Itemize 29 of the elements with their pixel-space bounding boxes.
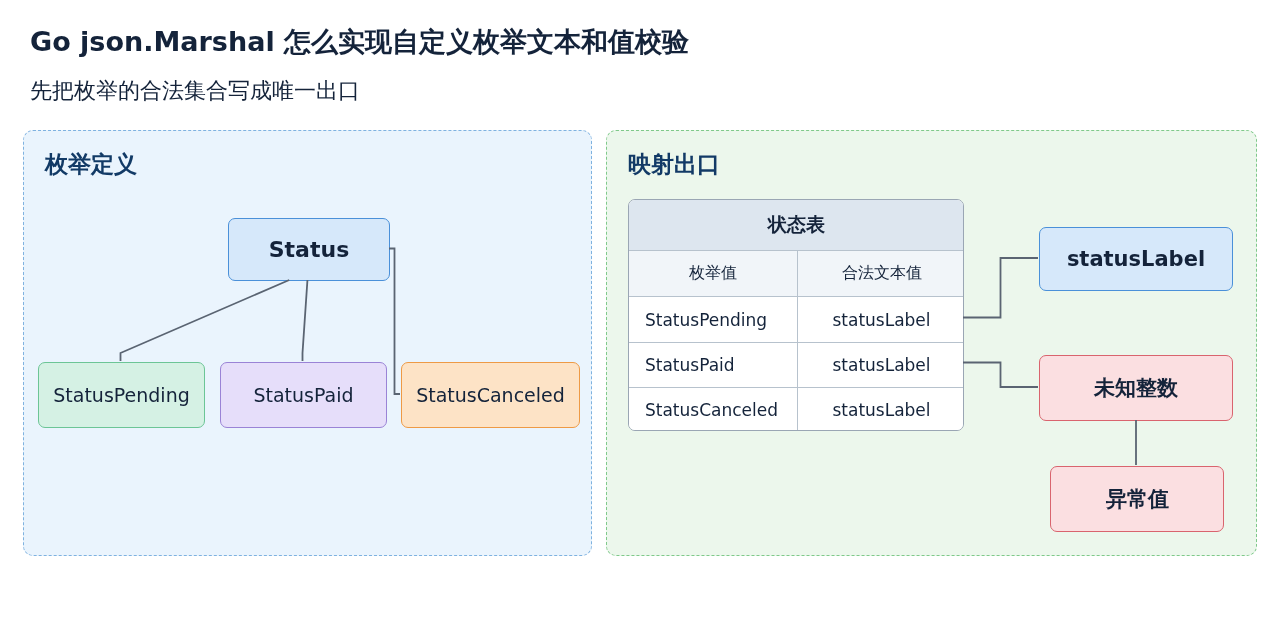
connector-line (1135, 419, 1137, 466)
value-box: StatusCanceled (401, 362, 580, 428)
table-header-cell: 枚举值 (629, 251, 797, 297)
table-cell: statusLabel (797, 388, 963, 430)
value-box: StatusPaid (220, 362, 387, 428)
output-box: statusLabel (1039, 227, 1233, 291)
connector-line (301, 279, 309, 362)
table-cell-text: StatusPending (644, 308, 769, 332)
subtitle: 先把枚举的合法集合写成唯一出口 (30, 77, 360, 105)
type-box: Status (228, 218, 390, 281)
connector-line (119, 279, 291, 362)
error-box: 未知整数 (1039, 355, 1233, 421)
connector-line (962, 361, 1039, 388)
table-cell-text: StatusCanceled (644, 399, 779, 422)
error-box: 异常值 (1050, 466, 1224, 532)
value-box: StatusPending (38, 362, 205, 428)
table-header-cell: 合法文本值 (797, 251, 963, 297)
table (628, 199, 964, 431)
panel (606, 130, 1257, 556)
panel (23, 130, 592, 556)
connector-line (388, 247, 401, 395)
table-title: 状态表 (629, 200, 963, 251)
panel-heading: 映射出口 (628, 150, 720, 179)
connector-line (962, 257, 1039, 319)
table-row (629, 342, 963, 387)
title: Go json.Marshal 怎么实现自定义枚举文本和值校验 (30, 25, 690, 59)
panel-heading: 枚举定义 (45, 150, 137, 179)
table-row (629, 387, 963, 430)
table-cell-text: StatusPaid (644, 354, 736, 377)
